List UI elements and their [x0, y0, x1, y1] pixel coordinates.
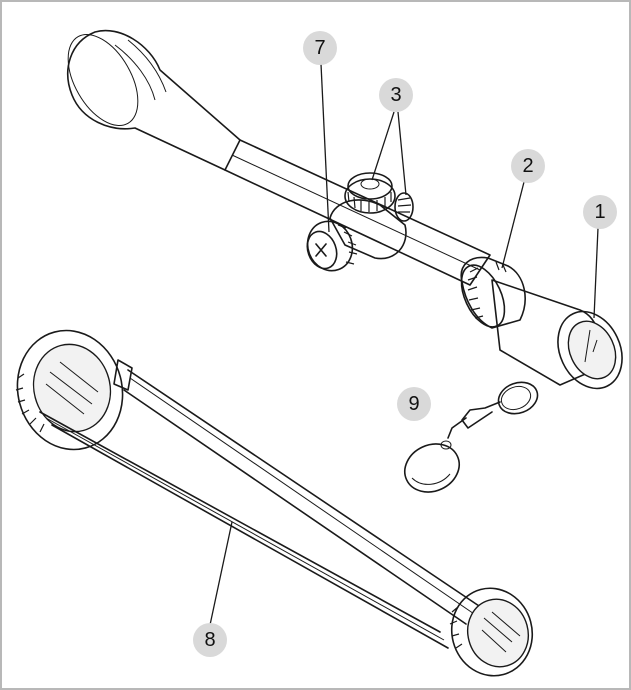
- main-tube: [224, 139, 491, 286]
- leader-3b: [397, 111, 407, 196]
- leader-7: [320, 63, 330, 233]
- callout-2-label: 2: [522, 155, 533, 177]
- windage-turret: [394, 192, 414, 222]
- callout-3-label: 3: [390, 84, 401, 106]
- side-turret: [306, 220, 358, 272]
- objective-bell: [67, 29, 241, 171]
- callout-7-label: 7: [314, 37, 325, 59]
- lens-cover-bridge: [15, 329, 534, 677]
- leader-8: [209, 521, 233, 626]
- callout-8-label: 8: [204, 629, 215, 651]
- leader-lines: [209, 63, 599, 626]
- riflescope: [67, 29, 623, 390]
- magnification-ring: [460, 256, 526, 329]
- elevation-turret: [344, 172, 396, 214]
- callout-8: 8: [193, 623, 227, 657]
- turret-housing: [329, 199, 407, 260]
- callout-1-label: 1: [594, 201, 605, 223]
- callout-2: 2: [511, 149, 545, 183]
- callout-7: 7: [303, 31, 337, 65]
- leader-2: [501, 181, 525, 269]
- callout-9: 9: [397, 387, 431, 421]
- eyepiece: [491, 279, 623, 390]
- callout-3: 3: [379, 78, 413, 112]
- callout-9-label: 9: [408, 393, 419, 415]
- callout-1: 1: [583, 195, 617, 229]
- key-fob: [404, 381, 539, 493]
- leader-3a: [371, 111, 395, 181]
- leader-1: [593, 227, 599, 319]
